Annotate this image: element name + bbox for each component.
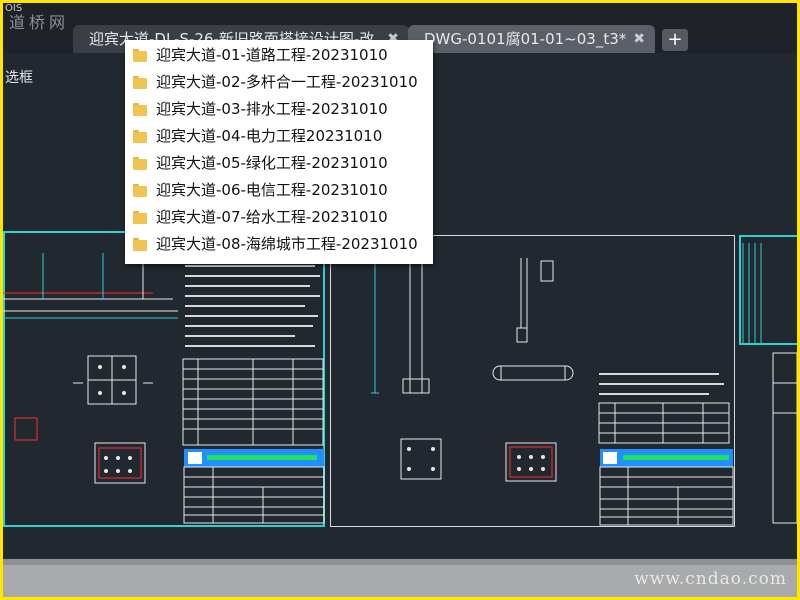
list-item[interactable]: 迎宾大道-08-海绵城市工程-20231010	[125, 231, 433, 258]
menu-item-label: 迎宾大道-06-电信工程-20231010	[156, 181, 388, 199]
status-bar	[3, 565, 797, 597]
close-icon[interactable]: ✖	[387, 31, 399, 47]
list-item[interactable]: 迎宾大道-05-绿化工程-20231010	[125, 150, 433, 177]
tab-label: DWG-0101腐01-01~03_t3*	[424, 30, 627, 48]
horizontal-scrollbar[interactable]	[3, 559, 797, 569]
menu-item-label: 迎宾大道-04-电力工程20231010	[156, 127, 383, 145]
drawing-sheet-middle	[330, 235, 735, 527]
folder-icon	[133, 238, 147, 251]
menu-item-label: 迎宾大道-07-给水工程-20231010	[156, 208, 388, 226]
tab-strip: OIS 道桥网 迎宾大道-DL-S-26-新旧路面搭接设计图-改 ✖ DWG-0…	[3, 3, 797, 53]
top-watermark: 道桥网	[9, 13, 70, 32]
list-item[interactable]: 迎宾大道-03-排水工程-20231010	[125, 96, 433, 123]
menu-item-label: 迎宾大道-03-排水工程-20231010	[156, 100, 388, 118]
app-window: OIS 道桥网 迎宾大道-DL-S-26-新旧路面搭接设计图-改 ✖ DWG-0…	[3, 3, 797, 597]
os-label: OIS	[5, 3, 23, 14]
list-item[interactable]: 迎宾大道-06-电信工程-20231010	[125, 177, 433, 204]
selection-box-label: 选框	[5, 70, 33, 86]
cad-drawing	[3, 243, 797, 526]
close-icon[interactable]: ✖	[633, 31, 645, 47]
add-tab-button[interactable]: +	[662, 29, 688, 51]
menu-item-label: 迎宾大道-01-道路工程-20231010	[156, 46, 388, 64]
folder-icon	[133, 130, 147, 143]
list-item[interactable]: 迎宾大道-02-多杆合一工程-20231010	[125, 69, 433, 96]
menu-item-label: 迎宾大道-08-海绵城市工程-20231010	[156, 235, 418, 253]
file-list-dropdown: 迎宾大道-01-道路工程-20231010 迎宾大道-02-多杆合一工程-202…	[125, 40, 433, 264]
list-item[interactable]: 迎宾大道-07-给水工程-20231010	[125, 204, 433, 231]
list-item[interactable]: 迎宾大道-04-电力工程20231010	[125, 123, 433, 150]
drawing-sheet-right	[739, 235, 797, 345]
folder-icon	[133, 184, 147, 197]
folder-icon	[133, 157, 147, 170]
footer-watermark: www.cndao.com	[634, 569, 787, 589]
menu-item-label: 迎宾大道-05-绿化工程-20231010	[156, 154, 388, 172]
list-item[interactable]: 迎宾大道-01-道路工程-20231010	[125, 42, 433, 69]
folder-icon	[133, 103, 147, 116]
tab-document-2[interactable]: DWG-0101腐01-01~03_t3* ✖	[408, 25, 655, 53]
folder-icon	[133, 49, 147, 62]
folder-icon	[133, 76, 147, 89]
folder-icon	[133, 211, 147, 224]
menu-item-label: 迎宾大道-02-多杆合一工程-20231010	[156, 73, 418, 91]
